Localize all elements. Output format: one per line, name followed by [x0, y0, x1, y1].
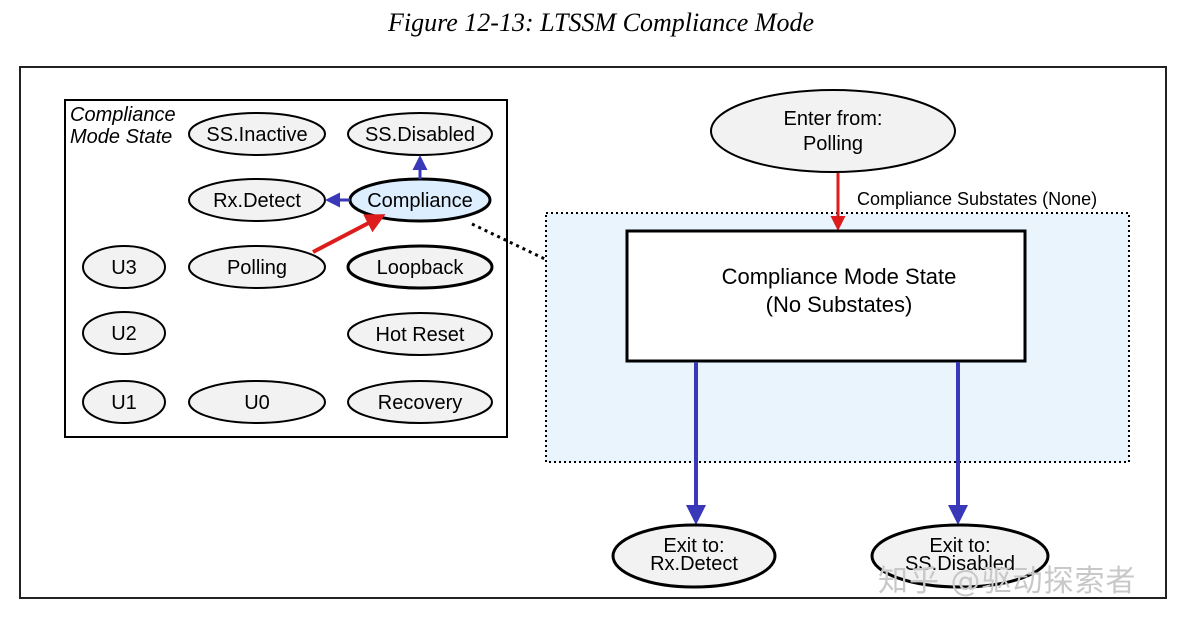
state-recovery: Recovery — [347, 380, 493, 424]
state-u0: U0 — [188, 380, 326, 424]
state-hot-reset-label: Hot Reset — [376, 324, 465, 346]
state-u1: U1 — [82, 380, 166, 424]
exit-ss-disabled-state: Exit to: SS.Disabled — [870, 523, 1050, 589]
substates-label: Compliance Substates (None) — [857, 189, 1097, 209]
main-state-line2: (No Substates) — [766, 292, 913, 317]
state-u2: U2 — [82, 311, 166, 355]
state-u0-label: U0 — [244, 392, 270, 414]
entry-state: Enter from: Polling — [710, 89, 956, 173]
state-recovery-label: Recovery — [378, 392, 462, 414]
state-polling-label: Polling — [227, 257, 287, 279]
state-loopback: Loopback — [346, 244, 494, 290]
arrow-polling-to-compliance — [312, 214, 386, 254]
state-u3-label: U3 — [111, 257, 137, 279]
watermark: 知乎 @驱动探索者 — [878, 564, 1137, 599]
exit2-label-line2: SS.Disabled — [905, 553, 1015, 575]
diagram-frame — [19, 66, 1167, 599]
state-hot-reset: Hot Reset — [347, 312, 493, 356]
state-polling: Polling — [188, 245, 326, 289]
entry-label-line1: Enter from: — [784, 108, 883, 130]
state-compliance-label: Compliance — [367, 190, 473, 212]
state-u2-label: U2 — [111, 323, 137, 345]
overview-title-line1: Compliance — [70, 104, 176, 126]
state-ss-inactive-label: SS.Inactive — [206, 124, 307, 146]
overview-title-line2: Mode State — [70, 126, 172, 148]
compliance-mode-state-box: Compliance Mode State (No Substates) — [625, 229, 1027, 363]
state-loopback-label: Loopback — [377, 257, 465, 279]
state-ss-disabled: SS.Disabled — [347, 112, 493, 156]
state-ss-disabled-label: SS.Disabled — [365, 124, 475, 146]
exit1-label-line2: Rx.Detect — [650, 553, 738, 575]
figure-caption: Figure 12-13: LTSSM Compliance Mode — [387, 8, 815, 37]
entry-label-line2: Polling — [803, 133, 863, 155]
state-ss-inactive: SS.Inactive — [188, 112, 326, 156]
exit1-label-line1: Exit to: — [663, 535, 724, 557]
state-rx-detect-label: Rx.Detect — [213, 190, 301, 212]
state-u1-label: U1 — [111, 392, 137, 414]
exit-rx-detect-state: Exit to: Rx.Detect — [611, 523, 777, 589]
main-state-line1: Compliance Mode State — [722, 264, 957, 289]
state-u3: U3 — [82, 245, 166, 289]
state-rx-detect: Rx.Detect — [188, 178, 326, 222]
exit2-label-line1: Exit to: — [929, 535, 990, 557]
state-compliance-highlighted: Compliance — [348, 177, 492, 223]
